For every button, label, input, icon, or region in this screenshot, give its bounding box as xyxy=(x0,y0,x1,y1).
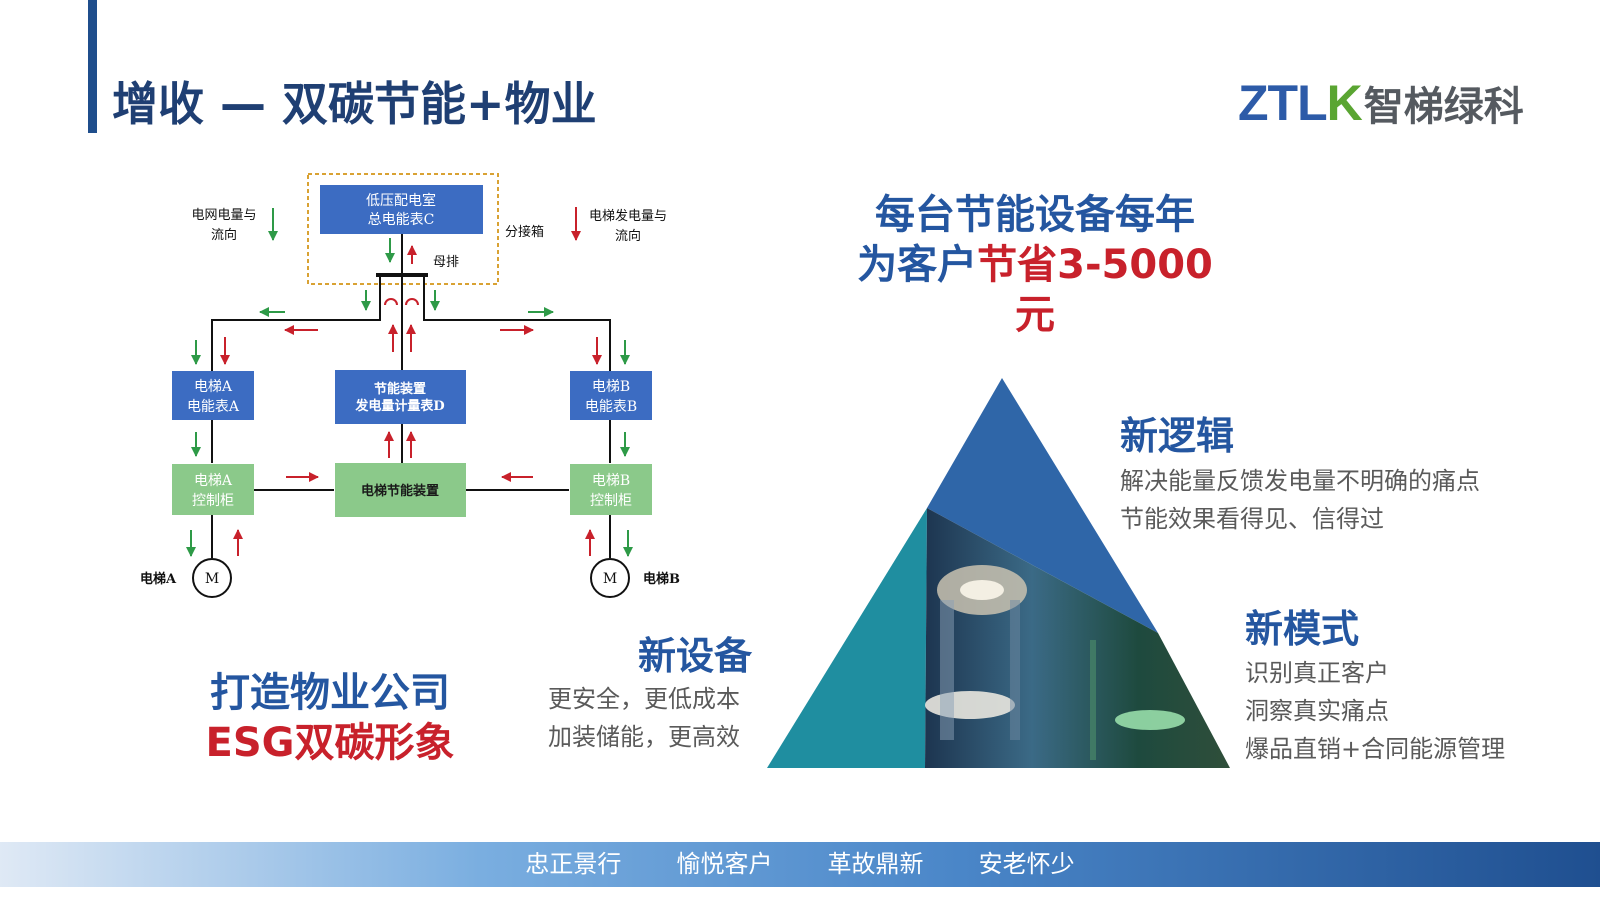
meter-a-label-1: 电梯A xyxy=(194,379,233,395)
rotation-symbols xyxy=(384,298,419,306)
motor-a-label: M xyxy=(205,571,219,587)
wiring xyxy=(211,234,611,558)
logo-chinese-name: 智梯绿科 xyxy=(1363,84,1524,130)
saver-label: 电梯节能装置 xyxy=(361,483,439,499)
elevator-legend-1: 电梯发电量与 xyxy=(589,208,667,224)
title-accent-bar xyxy=(88,0,97,133)
meter-b-box xyxy=(570,371,652,420)
meter-a-label-2: 电能表A xyxy=(187,399,240,415)
new-device-heading: 新设备 xyxy=(638,634,753,678)
footer-value-4: 安老怀少 xyxy=(978,850,1075,878)
esg-line-2: ESG双碳形象 xyxy=(205,720,455,766)
grid-flow-arrows xyxy=(186,208,633,557)
distribution-box-label: 分接箱 xyxy=(505,224,544,240)
logo-latin-accent: K xyxy=(1326,75,1363,131)
elevator-b-label: 电梯B xyxy=(643,571,680,587)
cabinet-a-label-1: 电梯A xyxy=(194,473,233,489)
cabinet-b-box xyxy=(570,464,652,515)
logo-wordmark: ZTLK xyxy=(1238,75,1363,131)
meter-c-box xyxy=(320,185,483,234)
meter-c-label-1: 低压配电室 xyxy=(366,192,436,209)
new-mode-line-1: 识别真正客户 xyxy=(1245,659,1389,687)
motor-b-label: M xyxy=(603,571,617,587)
saving-line-1: 每台节能设备每年 xyxy=(875,192,1195,238)
elevator-legend-2: 流向 xyxy=(615,228,641,244)
pyramid-top-face xyxy=(927,378,1158,633)
grid-legend-2: 流向 xyxy=(211,227,237,243)
page-title: 增收 — 双碳节能+物业 xyxy=(112,77,597,131)
annual-saving-callout: 每台节能设备每年 为客户节省3-5000元 xyxy=(840,190,1230,340)
saver-box xyxy=(335,463,466,517)
meter-d-label-1: 节能装置 xyxy=(374,381,426,397)
new-mode-line-3: 爆品直销+合同能源管理 xyxy=(1245,735,1506,763)
new-logic-line-2: 节能效果看得见、信得过 xyxy=(1120,505,1384,533)
new-logic-heading: 新逻辑 xyxy=(1120,414,1235,458)
pyramid-graphic xyxy=(767,378,1230,768)
saving-amount: 节省3-5000元 xyxy=(977,242,1213,338)
esg-line-1: 打造物业公司 xyxy=(210,670,450,716)
cabinet-a-box xyxy=(172,464,254,515)
footer-value-2: 愉悦客户 xyxy=(676,850,773,878)
footer-band: 忠正景行 愉悦客户 革故鼎新 安老怀少 xyxy=(0,842,1600,887)
elevator-a-label: 电梯A xyxy=(140,571,177,587)
meter-d-box xyxy=(335,370,466,424)
grid-legend-1: 电网电量与 xyxy=(191,208,256,223)
motor-b-circle xyxy=(590,558,630,598)
energy-flow-diagram: 低压配电室 总电能表C 电梯A 电能表A 节能装置 发电量计量表D 电梯B 电能… xyxy=(140,173,680,598)
meter-b-label-2: 电能表B xyxy=(585,399,637,415)
footer-value-1: 忠正景行 xyxy=(525,850,622,878)
new-logic-line-1: 解决能量反馈发电量不明确的痛点 xyxy=(1120,467,1480,495)
company-logo: ZTLK智梯绿科 xyxy=(1238,74,1524,131)
cabinet-b-label-1: 电梯B xyxy=(592,473,630,489)
meter-b-label-1: 电梯B xyxy=(592,379,630,395)
elevator-flow-arrows xyxy=(220,207,602,556)
meter-d-label-2: 发电量计量表D xyxy=(354,398,444,414)
new-device-line-2: 加装储能，更高效 xyxy=(548,723,740,751)
motor-a-circle xyxy=(192,558,232,598)
new-mode-line-2: 洞察真实痛点 xyxy=(1245,697,1389,725)
cabinet-a-label-2: 控制柜 xyxy=(192,493,234,509)
new-mode-heading: 新模式 xyxy=(1245,607,1360,651)
meter-c-label-2: 总电能表C xyxy=(368,212,435,228)
saving-line-2: 为客户节省3-5000元 xyxy=(840,240,1230,340)
cabinet-b-label-2: 控制柜 xyxy=(590,493,632,509)
elevator-photo-details xyxy=(925,565,1185,760)
logo-latin-main: ZTL xyxy=(1238,75,1328,131)
footer-values: 忠正景行 愉悦客户 革故鼎新 安老怀少 xyxy=(0,842,1600,887)
esg-callout: 打造物业公司 ESG双碳形象 xyxy=(190,668,470,768)
pyramid-left-face xyxy=(767,508,927,768)
busbar-label: 母排 xyxy=(433,255,459,270)
meter-a-box xyxy=(172,371,254,420)
new-device-line-1: 更安全，更低成本 xyxy=(548,685,740,713)
saving-line-2-blue: 为客户 xyxy=(857,242,978,288)
footer-value-3: 革故鼎新 xyxy=(827,850,924,878)
